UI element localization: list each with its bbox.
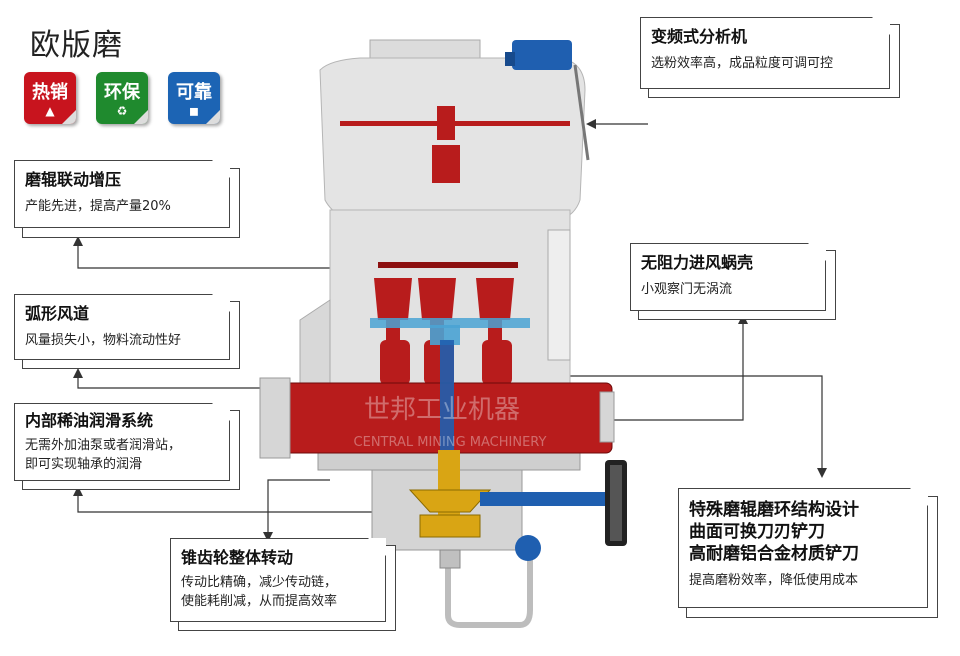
callout-line1: 特殊磨辊磨环结构设计	[689, 500, 859, 520]
callout-heading: 磨辊联动增压	[25, 170, 122, 189]
callout-heading: 锥齿轮整体转动	[181, 548, 294, 567]
recycle-icon: ♻	[116, 104, 128, 118]
callout-line2: 曲面可换刀刃铲刀	[689, 522, 825, 542]
page-title: 欧版磨	[30, 28, 123, 63]
callout-shovel-design: 特殊磨辊磨环结构设计 曲面可换刀刃铲刀 高耐磨铝合金材质铲刀 提高磨粉效率，降低…	[678, 488, 928, 608]
badge-label: 热销	[32, 82, 68, 103]
reliable-badge: 可靠 ◼	[168, 72, 220, 124]
hot-sale-badge: 热销 ▲	[24, 72, 76, 124]
callout-text: 风量损失小，物料流动性好	[25, 333, 182, 348]
callout-bevel-gear: 锥齿轮整体转动 传动比精确，减少传动链， 使能耗削减，从而提高效率	[170, 538, 386, 622]
eco-badge: 环保 ♻	[96, 72, 148, 124]
callout-text: 选粉效率高，成品粒度可调可控	[651, 56, 834, 71]
main-shaft	[408, 340, 492, 538]
watermark-cn: 世邦工业机器	[364, 395, 520, 425]
callout-text-line1: 传动比精确，减少传动链，	[181, 575, 338, 590]
leader-lines	[77, 123, 823, 538]
callout-lubrication: 内部稀油润滑系统 无需外加油泵或者润滑站， 即可实现轴承的润滑	[14, 403, 230, 481]
callout-text: 产能先进，提高产量20%	[25, 199, 171, 214]
callout-line3: 高耐磨铝合金材质铲刀	[689, 544, 859, 564]
callout-text: 小观察门无涡流	[641, 282, 733, 297]
callout-text-line1: 无需外加油泵或者润滑站，	[25, 438, 182, 453]
badge-label: 可靠	[176, 82, 212, 103]
callout-text-line2: 使能耗削减，从而提高效率	[181, 594, 338, 609]
callout-text-line2: 即可实现轴承的润滑	[25, 457, 143, 472]
callout-analyzer: 变频式分析机 选粉效率高，成品粒度可调可控	[640, 17, 890, 89]
callout-heading: 内部稀油润滑系统	[25, 411, 154, 430]
drive-assembly	[480, 460, 627, 561]
badge-label: 环保	[104, 82, 140, 103]
callout-heading: 弧形风道	[25, 304, 90, 323]
analyzer-motor	[505, 40, 590, 161]
shield-icon: ◼	[189, 104, 199, 118]
callout-heading: 变频式分析机	[651, 27, 748, 46]
callout-text: 提高磨粉效率，降低使用成本	[689, 573, 859, 588]
callout-air-duct: 弧形风道 风量损失小，物料流动性好	[14, 294, 230, 360]
watermark-en: CENTRAL MINING MACHINERY	[354, 435, 547, 450]
flame-icon: ▲	[45, 104, 55, 118]
callout-heading: 无阻力进风蜗壳	[641, 253, 754, 272]
callout-roller-press: 磨辊联动增压 产能先进，提高产量20%	[14, 160, 230, 228]
callout-volute: 无阻力进风蜗壳 小观察门无涡流	[630, 243, 826, 311]
analyzer-rotor	[340, 106, 570, 183]
